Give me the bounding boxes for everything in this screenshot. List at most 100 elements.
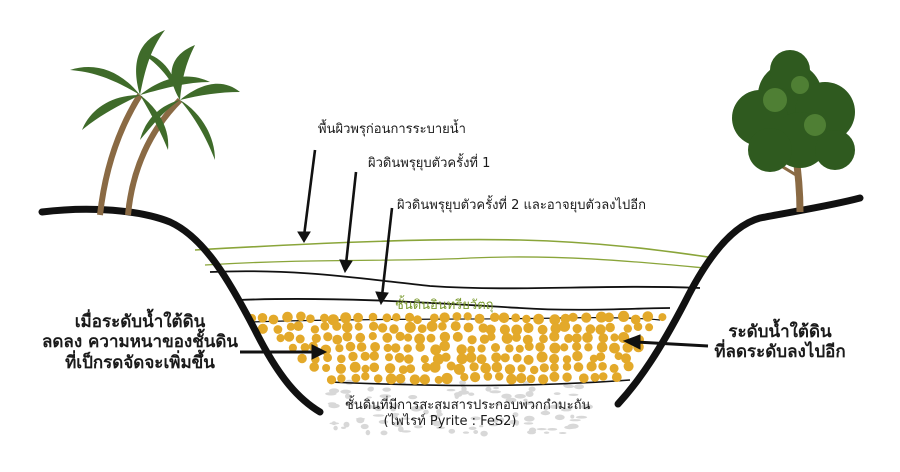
bottom-note: ชั้นดินที่มีการสะสมสารประกอบพวกกำมะถัน (… bbox=[345, 398, 590, 429]
pyrite-dot bbox=[581, 312, 592, 323]
pyrite-dot bbox=[572, 342, 582, 352]
left-note-line-1: เมื่อระดับน้ำใต้ดิน bbox=[74, 312, 206, 332]
pyrite-dot bbox=[345, 341, 356, 352]
sulfur-speckle bbox=[333, 425, 338, 431]
pyrite-dot bbox=[463, 322, 474, 333]
pyrite-dot bbox=[323, 332, 333, 342]
pyrite-dot bbox=[439, 312, 450, 323]
right-note-line-2: ที่ลดระดับลงไปอีก bbox=[714, 342, 846, 363]
sulfur-speckle bbox=[400, 430, 411, 433]
pyrite-dot bbox=[467, 335, 477, 345]
right-note-line-1: ระดับน้ำใต้ดิน bbox=[728, 322, 832, 342]
pyrite-dot bbox=[584, 343, 593, 352]
sulfur-speckle bbox=[470, 416, 481, 421]
sulfur-speckle bbox=[378, 419, 389, 424]
sulfur-speckle bbox=[485, 386, 492, 392]
arrow-right-note bbox=[635, 340, 709, 348]
pyrite-dot bbox=[491, 343, 500, 352]
sulfur-speckle bbox=[343, 421, 350, 428]
pyrite-dot bbox=[309, 362, 320, 372]
pyrite-dot bbox=[582, 332, 593, 343]
subsidence-line-1 bbox=[209, 270, 701, 290]
pyrite-dot bbox=[589, 354, 598, 363]
pyrite-dot bbox=[282, 311, 293, 323]
sulfur-speckle bbox=[479, 425, 484, 428]
pyrite-dot bbox=[257, 323, 268, 334]
pyrite-dot bbox=[320, 321, 330, 331]
pyrite-dot bbox=[622, 342, 633, 353]
pyrite-dot bbox=[623, 324, 632, 333]
pyrite-dot bbox=[549, 353, 560, 364]
sulfur-speckle bbox=[527, 430, 536, 435]
pyrite-dot bbox=[595, 324, 606, 335]
pyrite-dot bbox=[530, 365, 539, 375]
pyrite-dot bbox=[579, 373, 589, 384]
pyrite-dot bbox=[391, 343, 401, 353]
pyrite-dot bbox=[452, 312, 462, 321]
pyrite-dot bbox=[326, 375, 337, 385]
pyrite-dot bbox=[558, 320, 571, 332]
sulfur-speckle bbox=[372, 414, 385, 417]
original-surface-line-2 bbox=[204, 256, 706, 269]
pyrite-dot bbox=[409, 374, 421, 385]
sulfur-speckle bbox=[410, 405, 422, 412]
left-bank bbox=[38, 205, 324, 416]
pyrite-dot bbox=[463, 312, 472, 321]
sulfur-speckle bbox=[329, 388, 340, 394]
pyrite-dot bbox=[398, 365, 408, 374]
pyrite-dot bbox=[276, 334, 285, 343]
pyrite-dot bbox=[623, 361, 634, 372]
sulfur-speckle bbox=[468, 392, 475, 396]
pyrite-dot bbox=[382, 313, 392, 323]
pyrite-dot bbox=[506, 373, 517, 385]
pyrite-dots bbox=[247, 310, 667, 385]
sulfur-speckle bbox=[543, 431, 550, 434]
sulfur-speckle bbox=[446, 388, 456, 392]
pyrite-dot bbox=[500, 353, 510, 363]
pyrite-dot bbox=[284, 331, 295, 342]
pyrite-dot bbox=[523, 322, 534, 334]
pyrite-dot bbox=[512, 353, 522, 363]
sulfur-speckle bbox=[356, 417, 365, 424]
pyrite-dot bbox=[361, 372, 370, 381]
pyrite-dot bbox=[348, 351, 358, 362]
pyrite-dot bbox=[604, 312, 614, 323]
pyrite-dot bbox=[501, 332, 513, 344]
pyrite-dot bbox=[356, 342, 367, 352]
sulfur-speckle bbox=[401, 417, 411, 420]
pyrite-dot bbox=[384, 363, 396, 374]
pyrite-dot bbox=[373, 374, 383, 383]
pyrite-dot bbox=[342, 321, 353, 333]
sulfur-speckle bbox=[574, 384, 584, 390]
palm-tree-icon bbox=[70, 30, 240, 216]
pyrite-dot bbox=[504, 364, 516, 375]
pyrite-dot bbox=[369, 321, 379, 331]
pyrite-dot bbox=[306, 314, 315, 324]
right-note: ระดับน้ำใต้ดิน ที่ลดระดับลงไปอีก bbox=[690, 322, 870, 363]
left-note-line-2: ลดลง ความหนาของชั้นดิน bbox=[41, 332, 239, 353]
pyrite-dot bbox=[419, 374, 430, 385]
pyrite-dot bbox=[337, 374, 346, 383]
sulfur-speckle bbox=[560, 408, 572, 412]
pyrite-dot bbox=[499, 324, 510, 335]
pyrite-dot bbox=[360, 351, 370, 361]
pyrite-dot bbox=[562, 362, 572, 371]
pyrite-dot bbox=[571, 333, 582, 344]
pyrite-dot bbox=[564, 333, 574, 343]
sulfur-speckle bbox=[575, 415, 588, 419]
sulfur-speckle bbox=[501, 393, 512, 399]
pyrite-dot bbox=[614, 352, 623, 361]
sulfur-speckle bbox=[505, 397, 517, 403]
pyrite-dot bbox=[368, 312, 378, 322]
pyrite-dot bbox=[429, 313, 439, 323]
pyrite-dot bbox=[498, 312, 510, 324]
pyrite-dot bbox=[257, 313, 268, 323]
pyrite-dot bbox=[332, 334, 343, 345]
pyrite-dot bbox=[516, 373, 527, 384]
pyrite-dot bbox=[568, 312, 578, 322]
sulfur-speckle bbox=[523, 422, 534, 425]
pyrite-dot bbox=[618, 310, 630, 322]
pyrite-dot bbox=[490, 312, 500, 322]
pyrite-dot bbox=[404, 333, 413, 342]
